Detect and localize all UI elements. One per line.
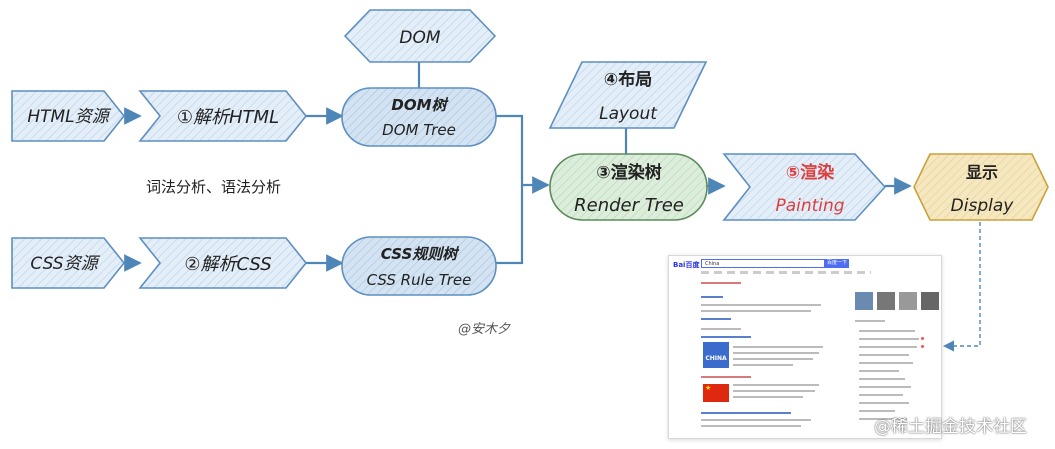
- result-line: [701, 304, 821, 306]
- hot-line: [859, 370, 899, 372]
- node-dom: DOM: [343, 9, 497, 63]
- result-screenshot: Bai百度 China 百度一下 CHINA ★: [668, 255, 942, 439]
- dom-label: DOM: [399, 28, 440, 48]
- node-display: 显示 Display: [913, 153, 1049, 221]
- display-en-label: Display: [951, 196, 1015, 216]
- connectors: [123, 62, 981, 352]
- hot-badge: [921, 337, 924, 340]
- parse-html-label: ①解析HTML: [177, 107, 279, 128]
- search-logo: Bai百度: [673, 261, 700, 269]
- china-card: CHINA: [703, 342, 729, 368]
- painting-en-label: Painting: [775, 196, 844, 216]
- watermark: @稀土掘金技术社区: [874, 417, 1027, 437]
- search-button: 百度一下: [825, 259, 849, 268]
- result-line: [701, 310, 811, 312]
- hot-line: [859, 378, 905, 380]
- layout-cn-label: ④布局: [604, 69, 652, 90]
- hot-line: [859, 354, 909, 356]
- author-credit: @安木夕: [458, 322, 511, 337]
- result-line: [733, 346, 823, 348]
- hot-line: [859, 386, 911, 388]
- image-thumb: [877, 292, 895, 310]
- hot-line: [859, 346, 917, 348]
- css-source-label: CSS资源: [30, 254, 100, 274]
- hot-line: [859, 410, 895, 412]
- edge-css-tree-to-render: [496, 185, 524, 265]
- result-line: [701, 328, 741, 330]
- analysis-note: 词法分析、语法分析: [146, 178, 282, 196]
- node-painting: ⑤渲染 Painting: [722, 153, 887, 221]
- result-line: [733, 384, 819, 386]
- parse-css-label: ②解析CSS: [184, 254, 271, 275]
- display-cn-label: 显示: [966, 163, 998, 182]
- node-layout: ④布局 Layout: [548, 61, 708, 129]
- hot-badge: [921, 345, 924, 348]
- render-tree-en-label: Render Tree: [574, 195, 684, 216]
- node-parse-css: ②解析CSS: [138, 237, 308, 289]
- result-line: [733, 396, 803, 398]
- result-line: [701, 425, 801, 427]
- hot-line: [859, 362, 913, 364]
- search-input: China: [701, 259, 825, 268]
- edge-dom-tree-to-render: [496, 114, 550, 194]
- hot-line: [859, 338, 919, 340]
- layout-en-label: Layout: [599, 104, 658, 124]
- hot-line: [859, 330, 915, 332]
- result-line: [733, 352, 819, 354]
- china-flag: ★: [703, 384, 729, 402]
- hot-line: [859, 418, 907, 420]
- result-line: [701, 296, 723, 298]
- node-css-source: CSS资源: [11, 237, 126, 289]
- node-css-rule-tree: CSS规则树 CSS Rule Tree: [341, 236, 497, 296]
- node-dom-tree: DOM树 DOM Tree: [341, 87, 497, 147]
- hot-line: [859, 402, 909, 404]
- node-render-tree: ③渲染树 Render Tree: [549, 153, 708, 221]
- result-line: [701, 412, 791, 414]
- edge-display-to-screenshot: [942, 222, 981, 352]
- dom-tree-en-label: DOM Tree: [382, 121, 456, 139]
- result-line: [701, 419, 811, 421]
- result-line: [701, 376, 751, 378]
- result-line: [733, 390, 815, 392]
- image-thumb: [921, 292, 939, 310]
- image-thumb: [899, 292, 917, 310]
- html-source-label: HTML资源: [27, 107, 111, 127]
- hot-line: [859, 394, 903, 396]
- result-line: [701, 318, 731, 320]
- result-line: [701, 336, 751, 338]
- render-tree-cn-label: ③渲染树: [596, 162, 661, 183]
- css-tree-cn-label: CSS规则树: [381, 245, 461, 263]
- search-tabs: [701, 271, 871, 274]
- result-line: [733, 364, 793, 366]
- hot-line: [855, 320, 885, 322]
- result-line: [701, 282, 741, 284]
- result-line: [733, 358, 813, 360]
- node-html-source: HTML资源: [11, 90, 126, 142]
- image-thumb: [855, 292, 873, 310]
- node-parse-html: ①解析HTML: [138, 90, 308, 142]
- dom-tree-cn-label: DOM树: [391, 96, 449, 114]
- painting-cn-label: ⑤渲染: [786, 162, 834, 183]
- css-tree-en-label: CSS Rule Tree: [367, 271, 472, 289]
